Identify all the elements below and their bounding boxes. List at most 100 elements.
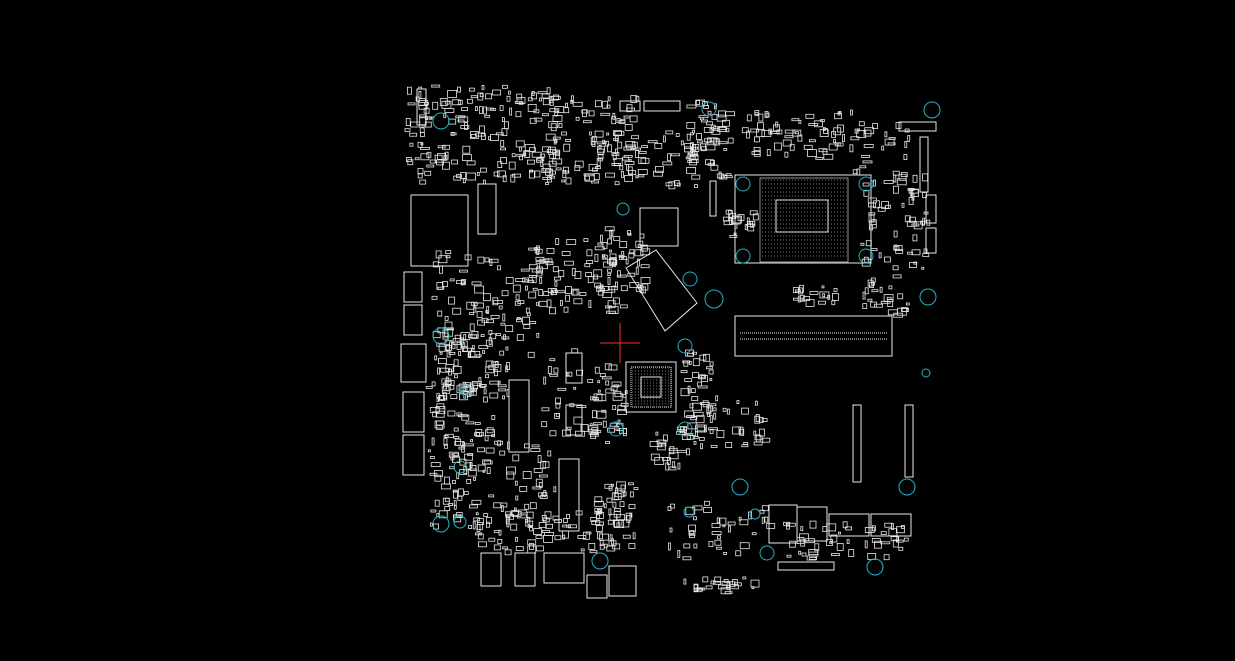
smd-part [549,153,557,159]
top-conn-1[interactable] [643,100,681,112]
smd-part [607,268,612,273]
bottom-conn-3[interactable] [543,552,585,584]
right-edge-conn-2[interactable] [925,194,937,224]
smd-part [789,540,796,548]
bottom-right-strip[interactable] [777,561,835,571]
smd-part [446,349,451,358]
top-vertical-conn[interactable] [709,180,717,217]
smd-part [563,143,571,152]
smd-part [555,402,561,409]
smd-part [628,543,636,549]
vertical-slot-c[interactable] [508,379,530,453]
mounting-hole [759,545,775,561]
smd-part [603,503,607,509]
bottom-right-port-2[interactable] [796,506,828,542]
smd-part [806,555,817,561]
right-edge-conn-1[interactable] [919,136,929,193]
smd-part [895,539,904,543]
smd-part [463,393,467,399]
smd-part [665,462,670,471]
smd-part [718,584,727,590]
bottom-conn-4[interactable] [586,574,608,599]
smd-part [493,171,500,177]
sodimm-chip-a[interactable] [565,352,583,384]
smd-part [819,291,830,299]
smd-part [721,581,730,586]
smd-part [896,526,905,534]
smd-part [785,522,796,527]
smd-part [485,366,495,374]
smd-part [904,140,908,148]
smd-part [419,146,430,150]
smd-part [714,539,722,546]
left-vertical-bar[interactable] [416,88,427,126]
smd-part [485,429,496,437]
top-right-conn[interactable] [898,121,937,132]
smd-part [566,371,573,377]
smd-part [469,461,473,468]
vertical-slot-b[interactable] [904,404,914,478]
left-port-3[interactable] [400,343,427,383]
mounting-hole [858,248,874,264]
bottom-conn-1[interactable] [480,552,502,587]
smd-part [543,376,547,385]
smd-part [654,142,663,149]
smd-part [863,129,872,137]
smd-part [880,541,891,545]
smd-part [421,124,425,129]
left-port-1[interactable] [403,271,423,303]
smd-part [671,153,680,157]
smd-part [541,421,548,428]
mounting-hole [677,421,693,437]
vertical-slot-d[interactable] [558,458,580,532]
left-port-2[interactable] [403,304,423,336]
smd-part [923,248,928,254]
smd-part [469,465,477,471]
smd-part [879,286,883,293]
smd-part [544,532,554,536]
pch-bga[interactable] [625,361,677,413]
smd-part [549,373,559,377]
smd-part [443,476,450,485]
smd-part [602,100,608,109]
cpu-socket-pin-field [759,177,849,263]
smd-part [576,369,583,376]
smd-part [539,258,550,262]
m2-slot[interactable] [625,249,698,332]
vertical-slot-a[interactable] [852,404,862,483]
smd-part [407,102,416,106]
smd-part [686,167,696,174]
smd-part [458,269,468,273]
ec-chip[interactable] [639,207,679,247]
bottom-right-port-1[interactable] [768,504,798,544]
smd-part [426,164,435,168]
dimm-slot[interactable] [734,315,893,357]
smd-part [478,125,485,134]
smd-part [725,442,733,449]
smd-part [884,131,888,138]
bottom-conn-2[interactable] [514,552,536,587]
smd-part [604,483,613,489]
smd-part [468,87,475,92]
left-port-5[interactable] [402,434,425,476]
smd-part [455,174,462,178]
smd-part [716,546,722,550]
vertical-connector[interactable] [477,183,497,235]
smd-part [469,323,475,332]
bottom-right-port-3[interactable] [828,513,870,537]
left-port-4[interactable] [402,391,425,433]
smd-part [431,84,441,88]
smd-part [532,486,542,490]
smd-part [710,580,716,585]
smd-part [862,291,866,300]
smd-part [497,539,503,544]
smd-part [515,536,518,542]
smd-part [725,128,730,133]
right-edge-conn-3[interactable] [925,227,937,254]
smd-part [795,289,801,293]
smd-part [796,537,805,544]
bottom-conn-5[interactable] [608,565,637,597]
smd-part [435,410,445,418]
bottom-right-port-4[interactable] [870,513,912,537]
